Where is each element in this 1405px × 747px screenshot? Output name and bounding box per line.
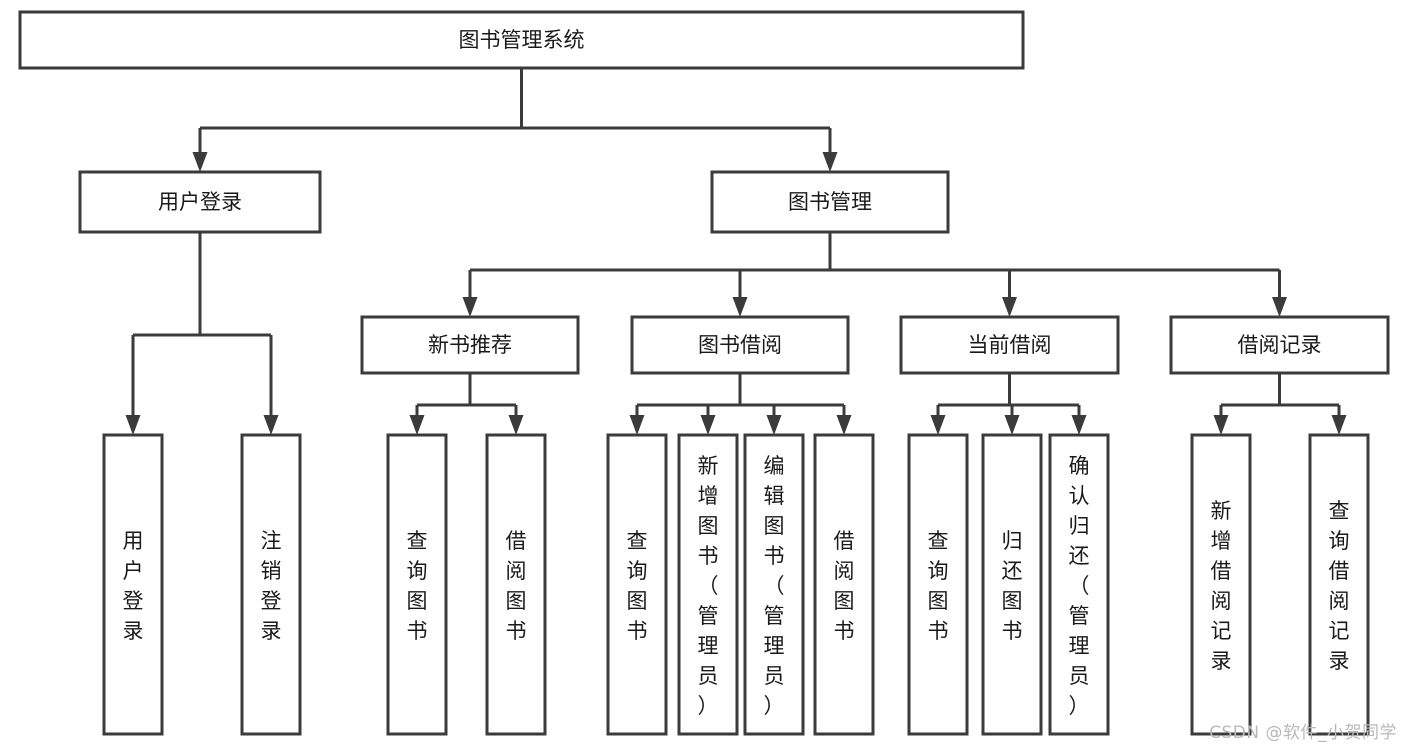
watermark-text: CSDN @软件_小贺同学 <box>1209 723 1397 743</box>
node-label: 用户登录 <box>123 529 144 643</box>
node-box[interactable] <box>813 433 875 736</box>
node-label: 新增图书（管理员） <box>698 454 719 718</box>
node-leaf-borrow-book-rec[interactable]: 借阅图书 <box>485 433 547 736</box>
node-leaf-query-book-current[interactable]: 查询图书 <box>907 433 969 736</box>
node-box[interactable] <box>1308 433 1370 736</box>
connector-group-book-manage <box>462 232 1287 317</box>
arrow-head-icon <box>700 415 716 435</box>
nodes-layer: 图书管理系统用户登录图书管理新书推荐图书借阅当前借阅借阅记录用户登录注销登录查询… <box>18 10 1390 736</box>
arrow-head-icon <box>1213 415 1229 435</box>
node-label: 确认归还（管理员） <box>1069 454 1090 718</box>
node-box[interactable] <box>1048 433 1110 736</box>
arrow-head-icon <box>1071 415 1087 435</box>
connector-group-root <box>192 68 838 172</box>
node-leaf-query-record[interactable]: 查询借阅记录 <box>1308 433 1370 736</box>
node-root[interactable]: 图书管理系统 <box>18 10 1025 70</box>
node-label: 新书推荐 <box>428 333 512 357</box>
node-label: 查询图书 <box>928 529 949 643</box>
connector-group-current-borrow <box>930 373 1087 435</box>
node-box[interactable] <box>907 433 969 736</box>
arrow-head-icon <box>822 152 838 172</box>
node-label: 查询借阅记录 <box>1329 499 1350 673</box>
node-leaf-query-book-borrow[interactable]: 查询图书 <box>606 433 668 736</box>
node-box[interactable] <box>240 433 302 736</box>
node-label: 借阅记录 <box>1238 333 1322 357</box>
arrow-head-icon <box>732 297 748 317</box>
node-leaf-add-book[interactable]: 新增图书（管理员） <box>677 433 739 736</box>
node-box[interactable] <box>360 315 580 375</box>
node-label: 当前借阅 <box>968 333 1052 357</box>
arrow-head-icon <box>1272 297 1287 317</box>
node-box[interactable] <box>18 10 1025 70</box>
node-box[interactable] <box>485 433 547 736</box>
node-leaf-user-login[interactable]: 用户登录 <box>102 433 164 736</box>
arrow-head-icon <box>1002 297 1017 317</box>
arrow-head-icon <box>930 415 946 435</box>
node-leaf-logout[interactable]: 注销登录 <box>240 433 302 736</box>
node-box[interactable] <box>981 433 1043 736</box>
arrow-head-icon <box>629 415 645 435</box>
node-box[interactable] <box>710 170 950 234</box>
connectors-layer <box>125 68 1347 435</box>
node-borrow-record[interactable]: 借阅记录 <box>1169 315 1390 375</box>
arrow-head-icon <box>125 415 141 435</box>
node-new-book-rec[interactable]: 新书推荐 <box>360 315 580 375</box>
node-label: 借阅图书 <box>834 529 855 643</box>
node-box[interactable] <box>1190 433 1252 736</box>
arrow-head-icon <box>1004 415 1020 435</box>
node-label: 新增借阅记录 <box>1211 499 1232 673</box>
node-box[interactable] <box>630 315 850 375</box>
node-label: 借阅图书 <box>506 529 527 643</box>
connector-group-user-login <box>125 232 279 435</box>
arrow-head-icon <box>263 415 279 435</box>
node-label: 编辑图书（管理员） <box>764 454 785 718</box>
arrow-head-icon <box>192 152 208 172</box>
node-label: 图书借阅 <box>698 333 782 357</box>
node-current-borrow[interactable]: 当前借阅 <box>899 315 1120 375</box>
arrow-head-icon <box>409 415 425 435</box>
node-leaf-query-book-rec[interactable]: 查询图书 <box>386 433 448 736</box>
arrow-head-icon <box>836 415 852 435</box>
node-user-login[interactable]: 用户登录 <box>78 170 322 234</box>
node-leaf-confirm-return[interactable]: 确认归还（管理员） <box>1048 433 1110 736</box>
arrow-head-icon <box>766 415 782 435</box>
arrow-head-icon <box>462 297 478 317</box>
node-box[interactable] <box>1169 315 1390 375</box>
node-leaf-edit-book[interactable]: 编辑图书（管理员） <box>743 433 805 736</box>
node-box[interactable] <box>606 433 668 736</box>
node-box[interactable] <box>899 315 1120 375</box>
connector-group-book-borrow <box>629 373 852 435</box>
node-label: 查询图书 <box>627 529 648 643</box>
node-book-manage[interactable]: 图书管理 <box>710 170 950 234</box>
node-book-borrow[interactable]: 图书借阅 <box>630 315 850 375</box>
arrow-head-icon <box>508 415 524 435</box>
connector-group-borrow-record <box>1213 373 1347 435</box>
arrow-head-icon <box>1331 415 1347 435</box>
node-box[interactable] <box>102 433 164 736</box>
node-leaf-borrow-book[interactable]: 借阅图书 <box>813 433 875 736</box>
node-leaf-add-record[interactable]: 新增借阅记录 <box>1190 433 1252 736</box>
node-label: 图书管理 <box>788 190 872 214</box>
node-box[interactable] <box>78 170 322 234</box>
node-label: 归还图书 <box>1002 529 1023 643</box>
node-label: 注销登录 <box>261 529 282 643</box>
node-leaf-return-book[interactable]: 归还图书 <box>981 433 1043 736</box>
node-label: 图书管理系统 <box>459 28 585 52</box>
node-box[interactable] <box>386 433 448 736</box>
node-box[interactable] <box>743 433 805 736</box>
node-box[interactable] <box>677 433 739 736</box>
node-label: 查询图书 <box>407 529 428 643</box>
node-label: 用户登录 <box>158 190 242 214</box>
connector-group-new-book-rec <box>409 373 524 435</box>
